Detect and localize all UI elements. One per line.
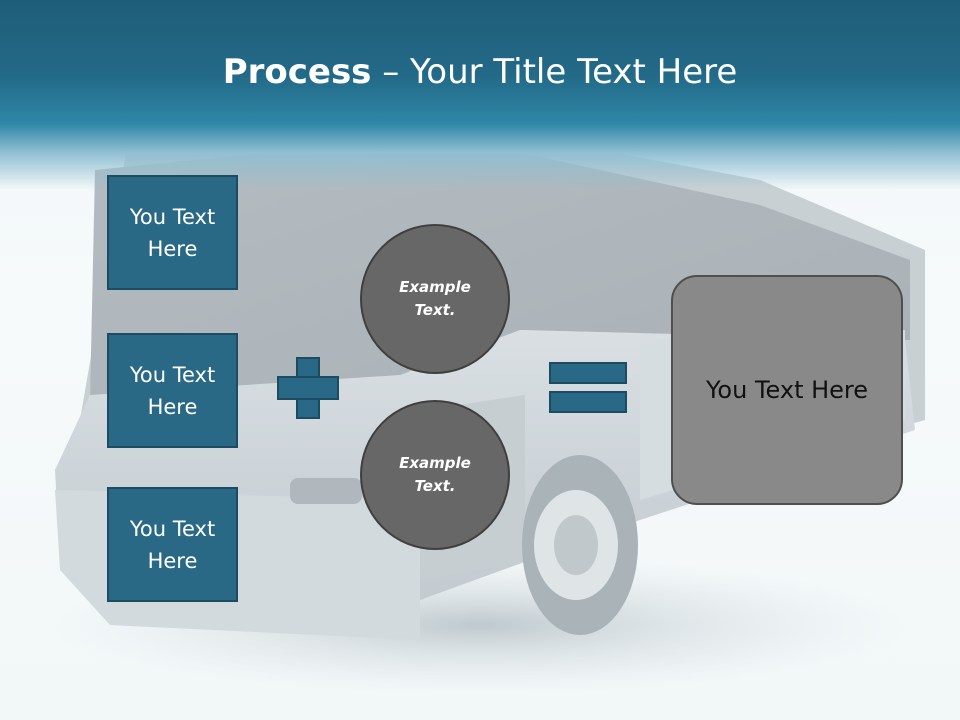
input-box-1[interactable]: You Text Here (107, 175, 238, 290)
input-box-3-label: You Text Here (129, 516, 216, 573)
example-circle-1-label: Example Text. (399, 278, 471, 319)
input-box-2[interactable]: You Text Here (107, 333, 238, 448)
header-band (0, 0, 960, 190)
result-box[interactable]: You Text Here (671, 275, 903, 505)
input-box-1-label: You Text Here (129, 204, 216, 261)
equals-icon-top-bar (549, 362, 627, 384)
result-box-label: You Text Here (705, 376, 869, 404)
example-circle-2[interactable]: Example Text. (360, 400, 510, 550)
example-circle-1[interactable]: Example Text. (360, 224, 510, 374)
input-box-2-label: You Text Here (129, 362, 216, 419)
plus-icon-center (298, 378, 318, 398)
title-bold: Process (222, 52, 372, 92)
slide-title: Process – Your Title Text Here (0, 52, 960, 92)
example-circle-2-label: Example Text. (399, 454, 471, 495)
title-rest: – Your Title Text Here (371, 52, 738, 92)
input-box-3[interactable]: You Text Here (107, 487, 238, 602)
equals-icon-bottom-bar (549, 391, 627, 413)
